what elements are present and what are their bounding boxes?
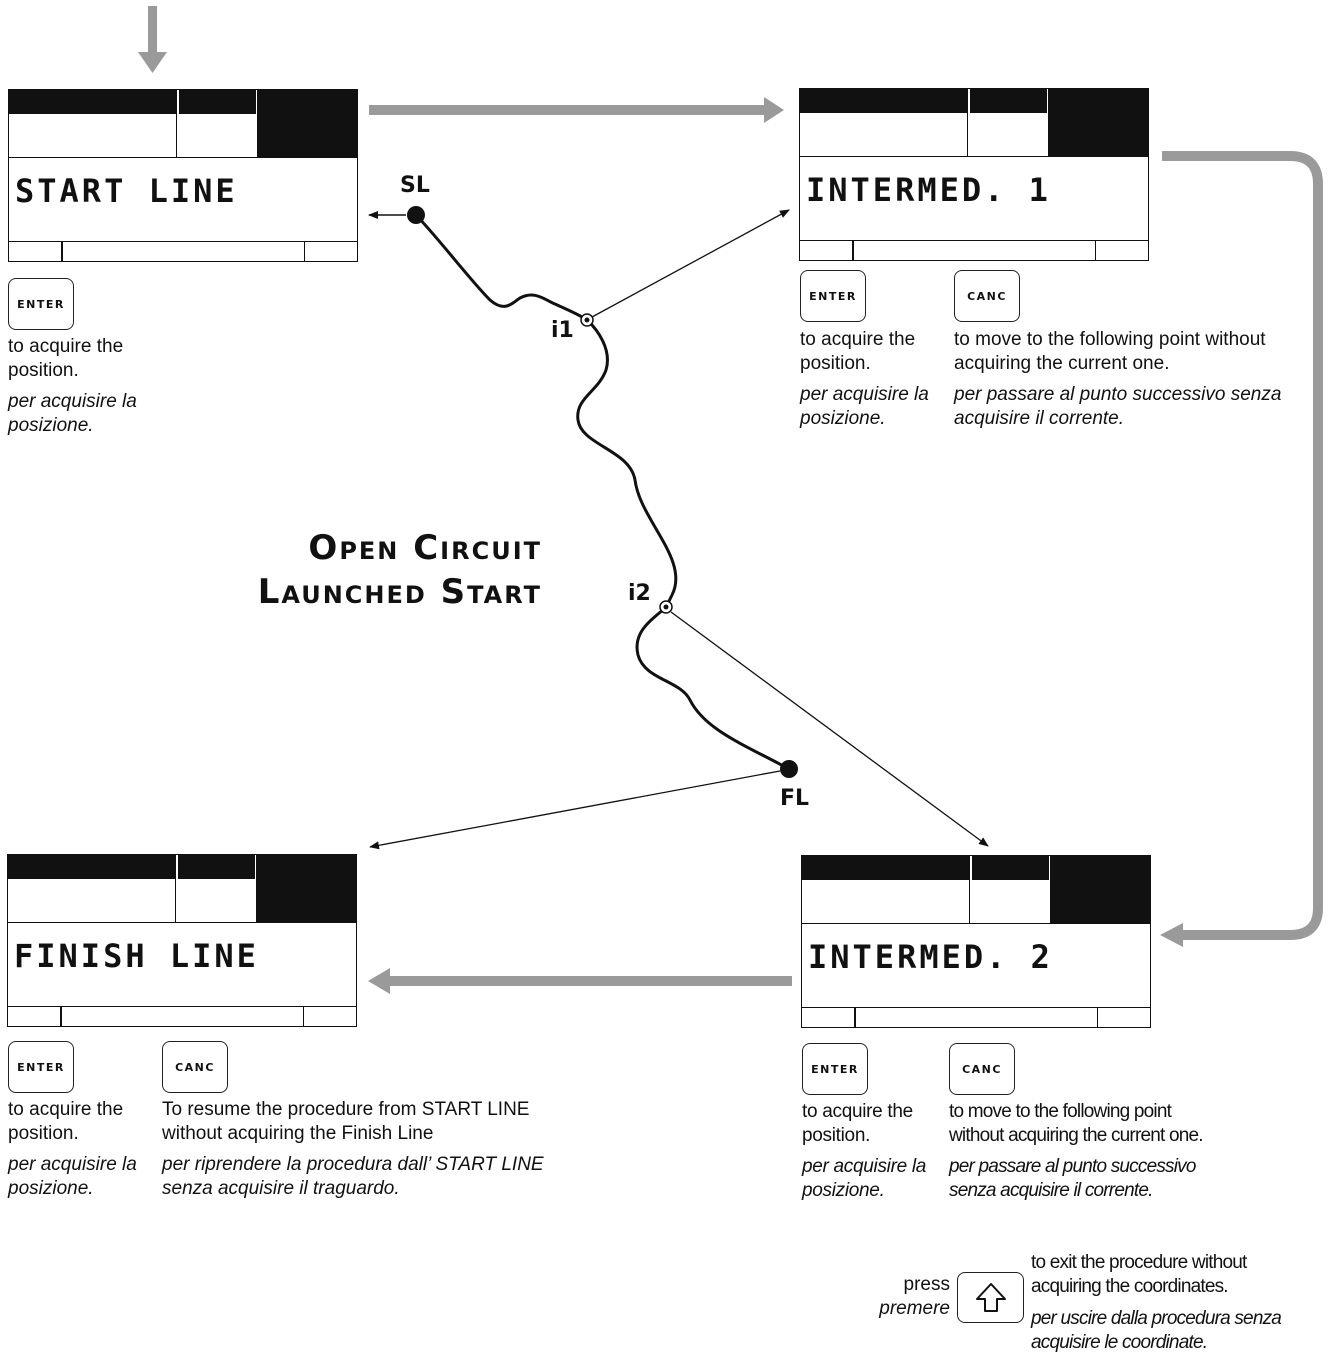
- exit-desc-en: to exit the procedure without acquiring …: [1031, 1252, 1247, 1297]
- finish-line-screen-label: FINISH LINE: [14, 937, 259, 975]
- finish-line-screen: FINISH LINE: [7, 854, 357, 1027]
- i2-enter-text-it: per acquisire la posizione.: [802, 1156, 927, 1201]
- start-enter-text-it: per acquisire la posizione.: [8, 391, 137, 436]
- finish-canc-text-it: per riprendere la procedura dall’ START …: [162, 1154, 544, 1199]
- exit-press-en: press: [903, 1274, 950, 1295]
- i2-label: i2: [628, 581, 651, 606]
- intermediate-1-screen: INTERMED. 1: [799, 88, 1149, 261]
- i2-canc-text-it: per passare al punto successivo senza ac…: [949, 1156, 1196, 1201]
- i2-enter-key[interactable]: ENTER: [802, 1043, 868, 1095]
- entry-flow-arrow: [138, 6, 167, 73]
- exit-desc-it: per uscire dalla procedura senza acquisi…: [1031, 1308, 1282, 1353]
- fl-pointer-arrow: [369, 770, 781, 850]
- up-arrow-icon: [975, 1282, 1006, 1312]
- start-enter-key[interactable]: ENTER: [8, 278, 74, 330]
- finish-enter-text-en: to acquire the position.: [8, 1099, 124, 1144]
- start-line-screen: START LINE: [8, 89, 358, 262]
- i1-enter-text-en: to acquire the position.: [800, 329, 916, 374]
- finish-enter-text-it: per acquisire la posizione.: [8, 1154, 137, 1199]
- i2-pointer-arrow: [670, 611, 989, 847]
- finish-canc-key[interactable]: CANC: [162, 1041, 228, 1093]
- diagram-title: Open Circuit Launched Start: [160, 526, 542, 614]
- track-path: [414, 213, 790, 771]
- i1-canc-key[interactable]: CANC: [954, 270, 1020, 322]
- start-line-point: [407, 206, 425, 224]
- i1-canc-text-it: per passare al punto successivo senza ac…: [954, 384, 1282, 429]
- i1-canc-text-en: to move to the following point without a…: [954, 329, 1266, 374]
- start-line-screen-label: START LINE: [15, 172, 238, 210]
- exit-press-it: premere: [879, 1298, 950, 1319]
- flow-arrow-i2-to-finish: [368, 968, 792, 994]
- i1-pointer-arrow: [591, 209, 790, 318]
- i1-enter-key[interactable]: ENTER: [800, 270, 866, 322]
- finish-canc-text-en: To resume the procedure from START LINE …: [162, 1099, 530, 1144]
- i2-enter-text-en: to acquire the position.: [802, 1101, 913, 1146]
- i1-label: i1: [551, 318, 574, 343]
- i2-canc-text-en: to move to the following point without a…: [949, 1101, 1204, 1146]
- intermediate-2-screen-label: INTERMED. 2: [808, 938, 1053, 976]
- shift-key[interactable]: [957, 1272, 1024, 1323]
- title-line-1: Open Circuit: [308, 528, 542, 568]
- i1-enter-text-it: per acquisire la posizione.: [800, 384, 929, 429]
- finish-line-point: [780, 760, 798, 778]
- finish-enter-key[interactable]: ENTER: [8, 1041, 74, 1093]
- sl-label: SL: [400, 173, 430, 198]
- i2-canc-key[interactable]: CANC: [949, 1043, 1015, 1095]
- fl-label: FL: [780, 786, 810, 811]
- flow-arrow-start-to-i1: [369, 97, 784, 123]
- start-enter-text-en: to acquire the position.: [8, 336, 124, 381]
- intermediate-2-screen: INTERMED. 2: [801, 855, 1151, 1028]
- intermediate-1-screen-label: INTERMED. 1: [806, 171, 1051, 209]
- title-line-2: Launched Start: [257, 572, 542, 612]
- flow-arrow-i1-to-i2: [1160, 151, 1323, 947]
